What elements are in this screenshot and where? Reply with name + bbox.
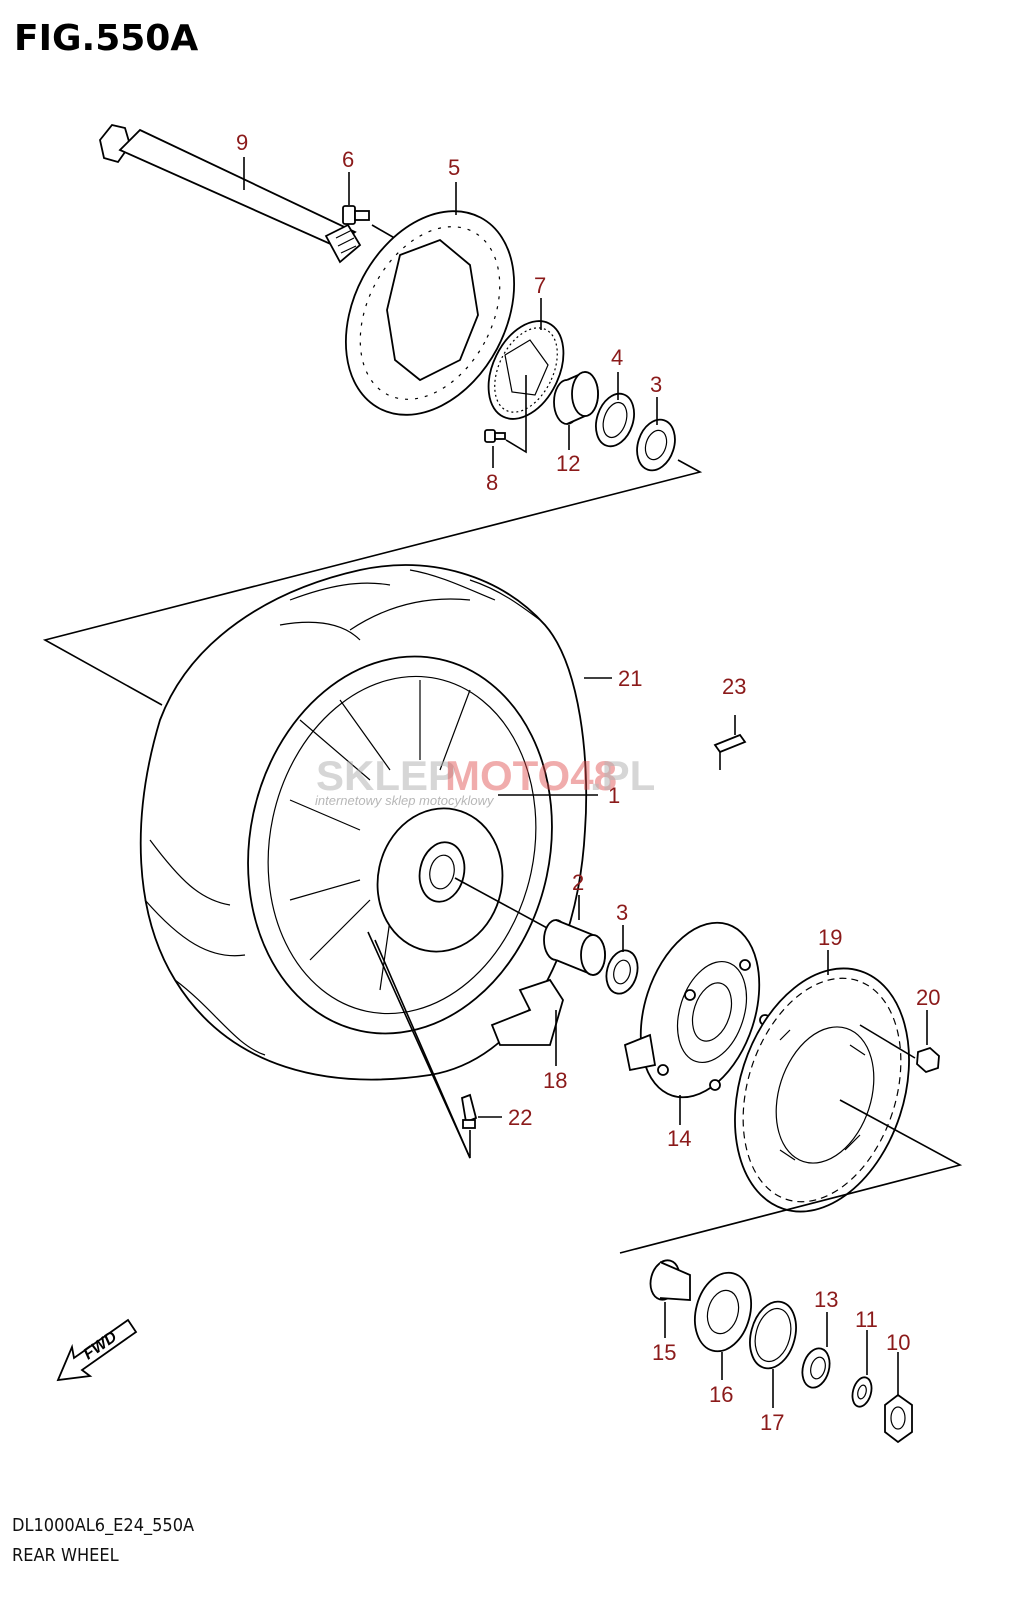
callout-10: 10 xyxy=(886,1330,910,1355)
callout-13: 13 xyxy=(814,1287,838,1312)
drum-oil-seal xyxy=(749,1300,797,1370)
callout-1: 1 xyxy=(608,783,620,808)
callout-11: 11 xyxy=(855,1307,878,1332)
drum-bearing xyxy=(694,1271,752,1353)
oil-seal-left xyxy=(595,392,635,448)
air-valve xyxy=(367,931,478,1159)
watermark-tagline: internetowy sklep motocyklowy xyxy=(315,793,495,808)
watermark-part1: SKLEP xyxy=(316,752,456,799)
wheel-rim xyxy=(247,655,553,1035)
footer-code: DL1000AL6_E24_550A xyxy=(12,1515,195,1536)
axle xyxy=(99,123,362,264)
callout-9: 9 xyxy=(236,130,248,155)
callout-3-lower: 3 xyxy=(616,900,628,925)
watermark-part3: .PL xyxy=(590,752,655,799)
callout-7: 7 xyxy=(534,273,546,298)
callout-6: 6 xyxy=(342,147,354,172)
sprocket-drum xyxy=(623,921,771,1099)
balance-weight xyxy=(713,715,747,770)
leader-lines xyxy=(243,157,928,1408)
callout-3-upper: 3 xyxy=(650,372,662,397)
sprocket-nut xyxy=(916,1046,940,1074)
figure-title: FIG.550A xyxy=(14,18,199,59)
callout-4: 4 xyxy=(611,345,623,370)
axle-nut xyxy=(884,1393,913,1444)
callout-20: 20 xyxy=(916,985,940,1010)
callout-12: 12 xyxy=(556,451,580,476)
callout-15: 15 xyxy=(652,1340,676,1365)
bearing-left xyxy=(636,418,676,472)
footer-name: REAR WHEEL xyxy=(12,1545,119,1566)
spacer xyxy=(553,371,599,425)
drum-spacer xyxy=(649,1259,691,1301)
watermark-part2: MOTO48 xyxy=(445,752,617,799)
callout-18: 18 xyxy=(543,1068,567,1093)
callout-labels: 9 6 5 7 4 3 12 8 21 23 1 2 3 19 20 18 14… xyxy=(236,130,940,1435)
callout-22: 22 xyxy=(508,1105,532,1130)
callout-2: 2 xyxy=(572,870,584,895)
washer xyxy=(851,1376,873,1408)
cover-bracket xyxy=(490,978,564,1046)
bearing-center xyxy=(605,949,639,995)
callout-5: 5 xyxy=(448,155,460,180)
callout-19: 19 xyxy=(818,925,842,950)
callout-23: 23 xyxy=(722,674,746,699)
callout-8: 8 xyxy=(486,470,498,495)
rotor-screw xyxy=(484,375,527,454)
brake-disc xyxy=(344,210,516,416)
bracket-line-upper xyxy=(42,459,703,706)
outer-spacer xyxy=(801,1347,831,1389)
callout-16: 16 xyxy=(709,1382,733,1407)
center-spacer xyxy=(543,919,606,976)
sensor-rotor xyxy=(487,320,565,420)
fwd-arrow: FWD xyxy=(56,1318,138,1382)
nut-line xyxy=(859,1024,916,1059)
axle-line xyxy=(454,877,561,936)
bracket-line-lower xyxy=(619,1099,963,1254)
callout-14: 14 xyxy=(667,1126,691,1151)
watermark: SKLEP MOTO48 .PL internetowy sklep motoc… xyxy=(315,752,655,808)
callout-21: 21 xyxy=(618,666,642,691)
callout-17: 17 xyxy=(760,1410,784,1435)
